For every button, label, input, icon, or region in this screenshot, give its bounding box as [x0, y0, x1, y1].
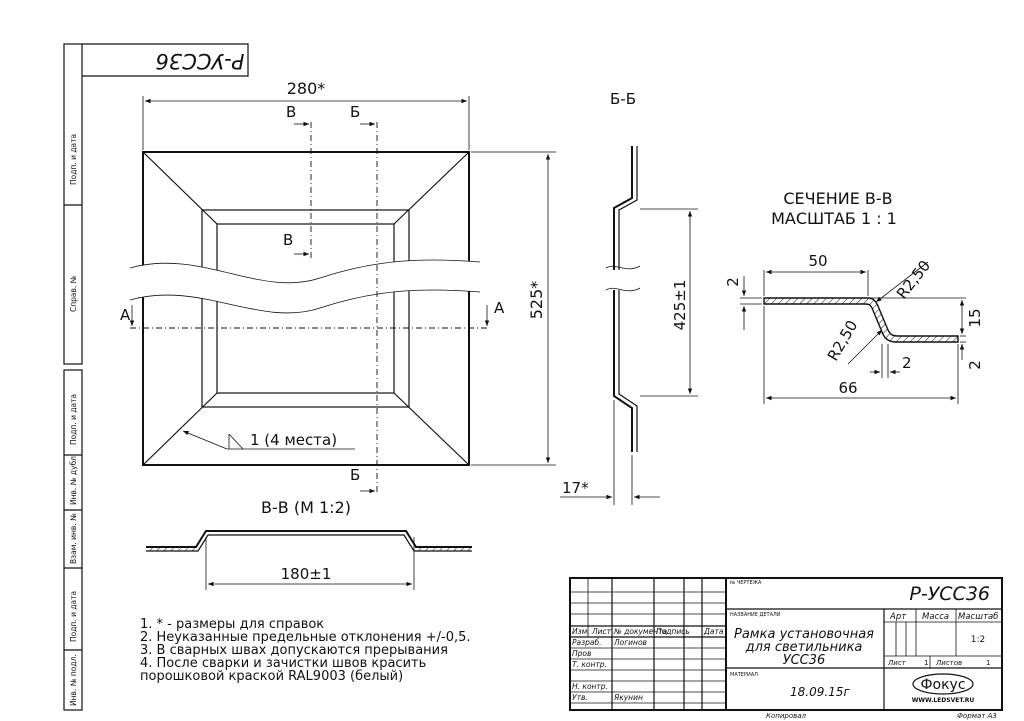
section-mark-b-top: Б [350, 103, 360, 121]
tb-row-razrab: Разраб. [572, 638, 601, 647]
logo-oval [912, 673, 974, 695]
section-vv-detail: СЕЧЕНИЕ В-В МАСШТАБ 1 : 1 50 2 R2,50 R2,… [724, 189, 984, 404]
logo-text: Фокус [920, 677, 965, 693]
copied-label: Копировал [766, 712, 807, 720]
section-vv-small-title: В-В (М 1:2) [261, 498, 351, 517]
tb-h-art: Арт [889, 612, 907, 622]
tb-razrab-name: Логинов [613, 638, 647, 647]
tb-list-label: Лист [887, 659, 907, 667]
dim-vv-radius-bottom: R2,50 [824, 317, 862, 364]
tb-listov-label: Листов [935, 659, 962, 667]
tb-name-1: Рамка установочная [734, 627, 874, 642]
section-mark-v-top: В [286, 103, 296, 121]
note-2: 2. Неуказанные предельные отклонения +/-… [140, 630, 471, 645]
tb-row-nkontr: Н. контр. [572, 682, 608, 691]
logo-url: WWW.LEDSVET.RU [912, 697, 975, 704]
tb-col-date: Дата [703, 627, 724, 636]
tb-row-prov: Пров [572, 649, 591, 658]
tb-col-doc: № документа [613, 627, 667, 636]
tb-row-tkontr: Т. контр. [572, 660, 607, 669]
dim-vv-small: 180±1 [281, 565, 332, 583]
side-label-sign-date-3: Подп. и дата [69, 591, 78, 642]
tb-listov-value: 1 [986, 659, 990, 667]
dim-vv-top: 50 [808, 252, 827, 270]
section-mark-a-right: А [494, 299, 505, 317]
side-label-orig-inv: Инв. № подл. [69, 654, 78, 706]
dim-section-bb-inner: 425±1 [671, 280, 689, 331]
title-block: Изм. Лист № документа Подпись Дата Разра… [569, 577, 1003, 711]
format-label: Формат А3 [957, 712, 997, 720]
tb-col-list: Лист [591, 627, 612, 636]
section-bb-title: Б-Б [610, 90, 636, 108]
tb-h-masshtab: Масштаб [958, 612, 998, 622]
tb-utv-name: Якунин [613, 693, 643, 702]
tb-col-izm: Изм. [572, 627, 590, 636]
tb-doc-no-label: № ЧЕРТЕЖА [730, 580, 762, 586]
weld-note: 1 (4 места) [250, 431, 337, 449]
side-label-replace-inv: Взам. инв. № [69, 513, 78, 564]
main-view: 280* 525* В В Б Б А А 1 (4 места) [120, 79, 556, 494]
section-mark-v-mid: В [283, 231, 293, 249]
note-4-cont: порошковой краской RAL9003 (белый) [140, 669, 403, 684]
section-vv-title-1: СЕЧЕНИЕ В-В [783, 189, 892, 208]
tb-h-massa: Масса [922, 612, 949, 622]
section-vv-small: В-В (М 1:2) 180±1 [146, 498, 472, 590]
tb-name-2: для светильника [745, 640, 863, 655]
dim-section-bb-depth: 17* [562, 479, 589, 497]
tb-handwritten-date: 18.09.15г [790, 685, 850, 699]
side-label-ref-no: Справ. № [69, 275, 78, 312]
side-label-dup-inv: Инв. № дубл. [69, 454, 78, 505]
dim-vv-height: 15 [966, 308, 984, 327]
note-1: 1. * - размеры для справок [140, 617, 324, 632]
dim-vv-bottom-small: 2 [902, 354, 912, 372]
tb-name-label: НАЗВАНИЕ ДЕТАЛИ [730, 612, 781, 618]
dim-vv-total: 66 [838, 379, 857, 397]
tb-scale-value: 1:2 [971, 635, 985, 645]
tb-row-utv: Утв. [572, 693, 588, 702]
dim-vv-right-thk: 2 [966, 360, 984, 370]
left-margin-strip: Подп. и дата Справ. № Подп. и дата Инв. … [63, 43, 83, 711]
tb-list-value: 1 [924, 659, 928, 667]
side-label-sign-date-1: Подп. и дата [69, 134, 78, 185]
tb-material-label: МАТЕРИАЛ [730, 672, 758, 678]
top-stamp-text: Р-УСС36 [155, 49, 244, 73]
note-3: 3. В сварных швах допускаются прерывания [140, 643, 448, 658]
note-4: 4. После сварки и зачистки швов красить [140, 656, 426, 671]
section-vv-title-2: МАСШТАБ 1 : 1 [771, 209, 897, 228]
notes: 1. * - размеры для справок 2. Неуказанны… [140, 617, 471, 684]
section-mark-a-left: А [120, 306, 131, 324]
section-mark-b-bottom: Б [350, 466, 360, 484]
side-label-sign-date-2: Подп. и дата [69, 394, 78, 445]
dim-vv-radius-top: R2,50 [893, 257, 934, 303]
tb-name-3: УСС36 [783, 653, 826, 668]
dim-height: 525* [527, 281, 546, 320]
top-stamp: Р-УСС36 [82, 43, 249, 77]
tb-col-sign: Подпись [656, 627, 690, 636]
dim-width: 280* [287, 79, 326, 98]
dim-vv-left-thk: 2 [724, 277, 742, 287]
section-bb: Б-Б 425±1 17* [560, 90, 698, 505]
tb-doc-no: Р-УСС36 [909, 583, 990, 605]
